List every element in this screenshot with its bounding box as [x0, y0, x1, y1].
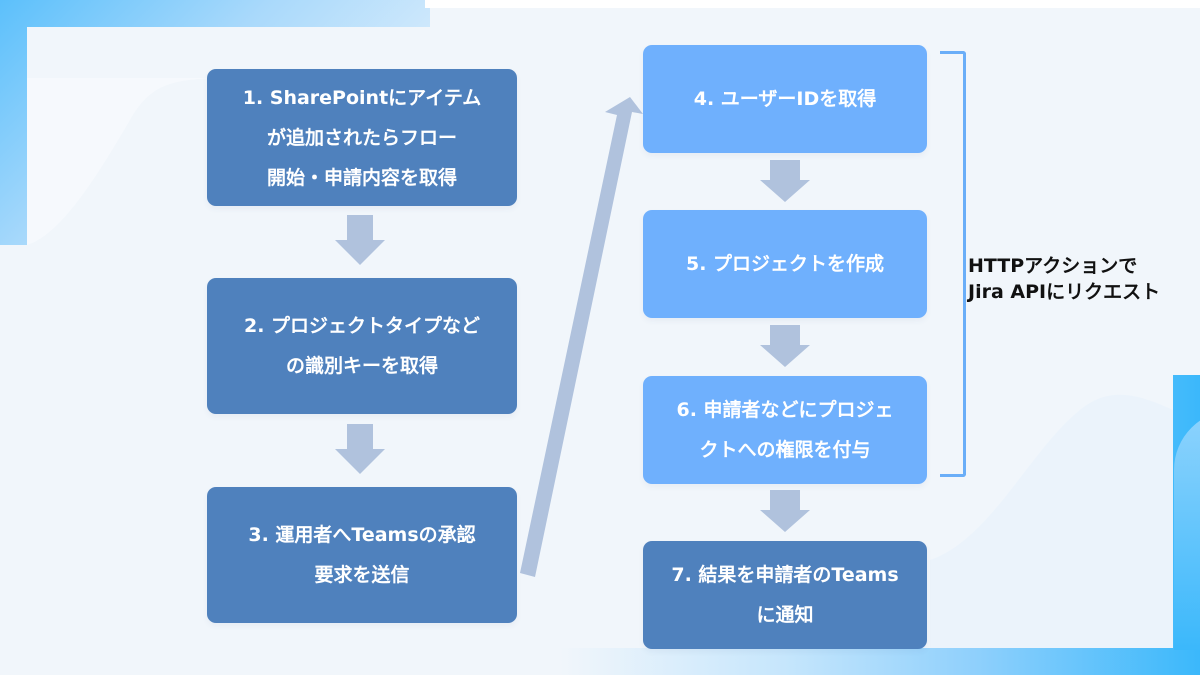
flow-step-1-label: 1. SharePointにアイテム が追加されたらフロー 開始・申請内容を取得	[242, 86, 482, 189]
flow-step-7-label: 7. 結果を申請者のTeams に通知	[671, 564, 899, 626]
flow-step-4-label: 4. ユーザーIDを取得	[693, 88, 877, 110]
flow-step-6[interactable]: 6. 申請者などにプロジェ クトへの権限を付与	[643, 376, 927, 484]
down-arrow-icon	[760, 490, 810, 540]
down-arrow-icon	[335, 424, 385, 474]
flow-step-2-label: 2. プロジェクトタイプなど の識別キーを取得	[243, 315, 481, 377]
flow-step-5-label: 5. プロジェクトを作成	[685, 253, 885, 275]
diagonal-arrow-shape	[520, 97, 643, 577]
down-arrow-shape	[335, 424, 385, 474]
flow-step-3-label: 3. 運用者へTeamsの承認 要求を送信	[248, 524, 476, 586]
background-blob-right	[1174, 410, 1200, 650]
flow-step-2[interactable]: 2. プロジェクトタイプなど の識別キーを取得	[207, 278, 517, 414]
down-arrow-icon	[335, 215, 385, 265]
flow-step-6-label: 6. 申請者などにプロジェ クトへの権限を付与	[676, 399, 894, 461]
down-arrow-shape	[335, 215, 385, 265]
flow-step-4[interactable]: 4. ユーザーIDを取得	[643, 45, 927, 153]
flow-step-5[interactable]: 5. プロジェクトを作成	[643, 210, 927, 318]
flow-step-7[interactable]: 7. 結果を申請者のTeams に通知	[643, 541, 927, 649]
down-arrow-shape	[760, 325, 810, 367]
down-arrow-icon	[760, 160, 810, 210]
down-arrow-shape	[760, 490, 810, 532]
background-curve-right	[930, 394, 1173, 648]
background-top-strip	[425, 0, 1200, 8]
down-arrow-shape	[760, 160, 810, 202]
down-arrow-icon	[760, 325, 810, 375]
flow-step-1[interactable]: 1. SharePointにアイテム が追加されたらフロー 開始・申請内容を取得	[207, 69, 517, 206]
background-curve-left	[27, 78, 215, 245]
right-bracket-icon	[940, 51, 966, 477]
group-annotation: HTTPアクションで Jira APIにリクエスト	[968, 255, 1161, 303]
flow-step-3[interactable]: 3. 運用者へTeamsの承認 要求を送信	[207, 487, 517, 623]
